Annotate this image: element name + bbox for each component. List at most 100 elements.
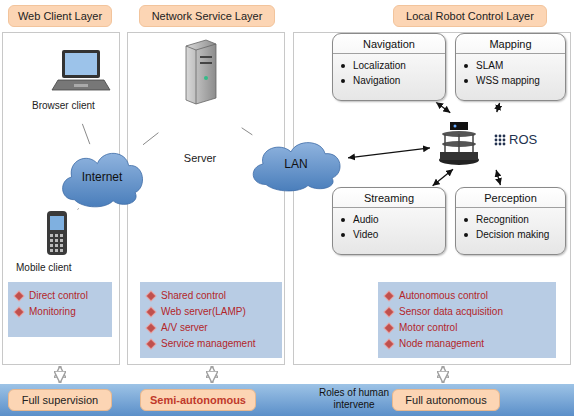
layer-title: Local Robot Control Layer (406, 10, 534, 22)
cloud-outline (63, 153, 143, 207)
role-label: Semi-autonomous (150, 394, 246, 406)
list-item: Monitoring (29, 306, 76, 317)
bullet-diamond (15, 308, 23, 316)
double-arrow-connector (442, 366, 445, 383)
list-row: Web server(LAMP) (146, 304, 276, 320)
ros-logo-dots (494, 134, 506, 146)
list-item: Direct control (29, 290, 88, 301)
bullet-diamond (15, 292, 23, 300)
link-line (242, 128, 253, 135)
arrow-connector (348, 148, 430, 158)
bullet-dot (341, 79, 345, 83)
module-node: PerceptionRecognitionDecision making (455, 187, 566, 255)
arrow-connector (496, 170, 500, 185)
bullet-dot (464, 218, 468, 222)
list-row: Direct control (14, 288, 106, 304)
module-header: Streaming (333, 188, 445, 208)
tab-node: Semi-autonomous (140, 389, 256, 411)
list-row: Shared control (146, 288, 276, 304)
bullet-dot (464, 79, 468, 83)
module-header: Perception (456, 188, 565, 208)
module-bullet-row: Audio (333, 212, 445, 227)
band-heading-wrap: Roles of human intervene (314, 387, 394, 411)
module-item: Decision making (476, 229, 549, 240)
phone-node: Mobile client (10, 210, 94, 278)
list-item: Autonomous control (399, 290, 488, 301)
cloud-label: Internet (82, 170, 123, 184)
list-item: Motor control (399, 322, 457, 333)
role-label: Full autonomous (405, 394, 486, 406)
list-item: Node management (399, 338, 484, 349)
layer-title: Web Client Layer (18, 10, 102, 22)
module-item: Audio (353, 214, 379, 225)
server-label: Server (184, 152, 216, 164)
phone-icon (44, 210, 72, 258)
module-header: Navigation (333, 34, 445, 54)
panel-node: Local Robot Control LayerNavigationLocal… (293, 2, 571, 365)
client-label: Mobile client (16, 262, 72, 273)
list-row: Motor control (384, 320, 550, 336)
module-node: NavigationLocalizationNavigation (332, 33, 446, 101)
module-item: Recognition (476, 214, 529, 225)
module-bullet-row: Decision making (456, 227, 565, 242)
list-node: Shared controlWeb server(LAMP) A/V server… (140, 282, 282, 358)
tab-node: Full autonomous (392, 389, 500, 411)
ros-logo-text: ROS (509, 132, 537, 147)
list-row: Service management (146, 336, 276, 352)
cloud-outline (253, 143, 340, 191)
bullet-diamond (147, 324, 155, 332)
module-bullet-row: Navigation (333, 73, 445, 88)
layer-title: Network Service Layer (152, 10, 263, 22)
bullet-dot (341, 64, 345, 68)
bullet-diamond (385, 324, 393, 332)
module-node: StreamingAudioVideo (332, 187, 446, 255)
bullet-dot (341, 218, 345, 222)
bullet-diamond (147, 292, 155, 300)
cloud-label: LAN (284, 157, 307, 171)
list-row: Sensor data acquisition (384, 304, 550, 320)
module-item: Localization (353, 60, 406, 71)
tab-node: Full supervision (8, 389, 112, 411)
server-icon (182, 38, 218, 104)
list-item: A/V server (161, 322, 208, 333)
layer-header-tab: Network Service Layer (139, 5, 275, 27)
bullet-diamond (147, 308, 155, 316)
list-row: Node management (384, 336, 550, 352)
link-line (82, 124, 89, 144)
laptop-icon (52, 48, 110, 96)
laptop-node: Browser client (24, 48, 112, 122)
module-title: Perception (484, 192, 537, 204)
module-item: Video (353, 229, 378, 240)
bullet-diamond (385, 340, 393, 348)
layer-header-tab: Local Robot Control Layer (393, 5, 547, 27)
arrow-connector (497, 103, 500, 112)
double-arrow-connector (211, 366, 214, 383)
icon-label-wrap: Mobile client (10, 262, 94, 273)
client-label: Browser client (32, 100, 95, 111)
bullet-diamond (385, 308, 393, 316)
double-arrow-connector (59, 366, 62, 383)
module-bullet-row: Recognition (456, 212, 565, 227)
module-bullet-row: Video (333, 227, 445, 242)
module-bullet-row: SLAM (456, 58, 565, 73)
bullet-dot (464, 64, 468, 68)
module-item: WSS mapping (476, 75, 540, 86)
list-item: Web server(LAMP) (161, 306, 246, 317)
icon-label-wrap: Browser client (24, 100, 112, 111)
module-header: Mapping (456, 34, 565, 54)
module-title: Navigation (363, 38, 415, 50)
arrow-connector (436, 102, 450, 113)
list-node: Direct controlMonitoring (8, 282, 112, 337)
module-title: Streaming (364, 192, 414, 204)
list-node: Autonomous controlSensor data acquisitio… (378, 282, 556, 358)
module-item: Navigation (353, 75, 400, 86)
list-item: Shared control (161, 290, 226, 301)
layer-header-tab: Web Client Layer (8, 5, 112, 27)
bullet-diamond (147, 340, 155, 348)
robot-icon (436, 116, 482, 166)
list-item: Service management (161, 338, 256, 349)
module-bullet-row: WSS mapping (456, 73, 565, 88)
robot-node: ROS (432, 114, 544, 168)
cloud-node: LAN (246, 136, 346, 192)
module-bullet-row: Localization (333, 58, 445, 73)
